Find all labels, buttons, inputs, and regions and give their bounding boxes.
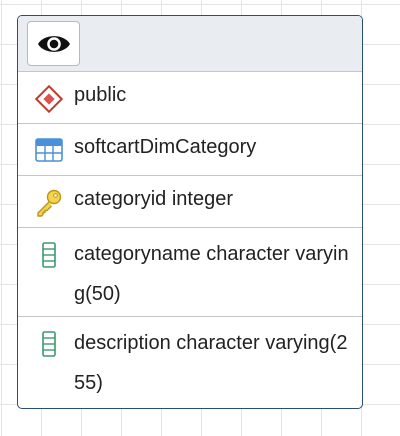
schema-diamond-icon	[34, 84, 64, 114]
column-row-categoryid[interactable]: categoryid integer	[18, 176, 362, 228]
node-header	[18, 16, 362, 72]
column-row-categoryname[interactable]: categoryname character varying(50)	[18, 228, 362, 317]
column-row-description[interactable]: description character varying(255)	[18, 317, 362, 406]
schema-label: public	[74, 84, 127, 106]
table-node[interactable]: public softcartDimCategory categoryid in…	[17, 15, 363, 409]
schema-row[interactable]: public	[18, 72, 362, 124]
toggle-visibility-button[interactable]	[27, 21, 80, 66]
table-name-row[interactable]: softcartDimCategory	[18, 124, 362, 176]
column-icon	[34, 240, 64, 268]
column-label-description: description character varying(255)	[74, 332, 348, 394]
eye-icon	[37, 35, 70, 52]
column-icon	[34, 329, 64, 357]
primary-key-icon	[34, 188, 64, 217]
table-grid-icon	[34, 136, 64, 164]
column-label-categoryname: categoryname character varying(50)	[74, 243, 349, 305]
table-name-label: softcartDimCategory	[74, 136, 257, 158]
column-label-categoryid: categoryid integer	[74, 188, 233, 210]
